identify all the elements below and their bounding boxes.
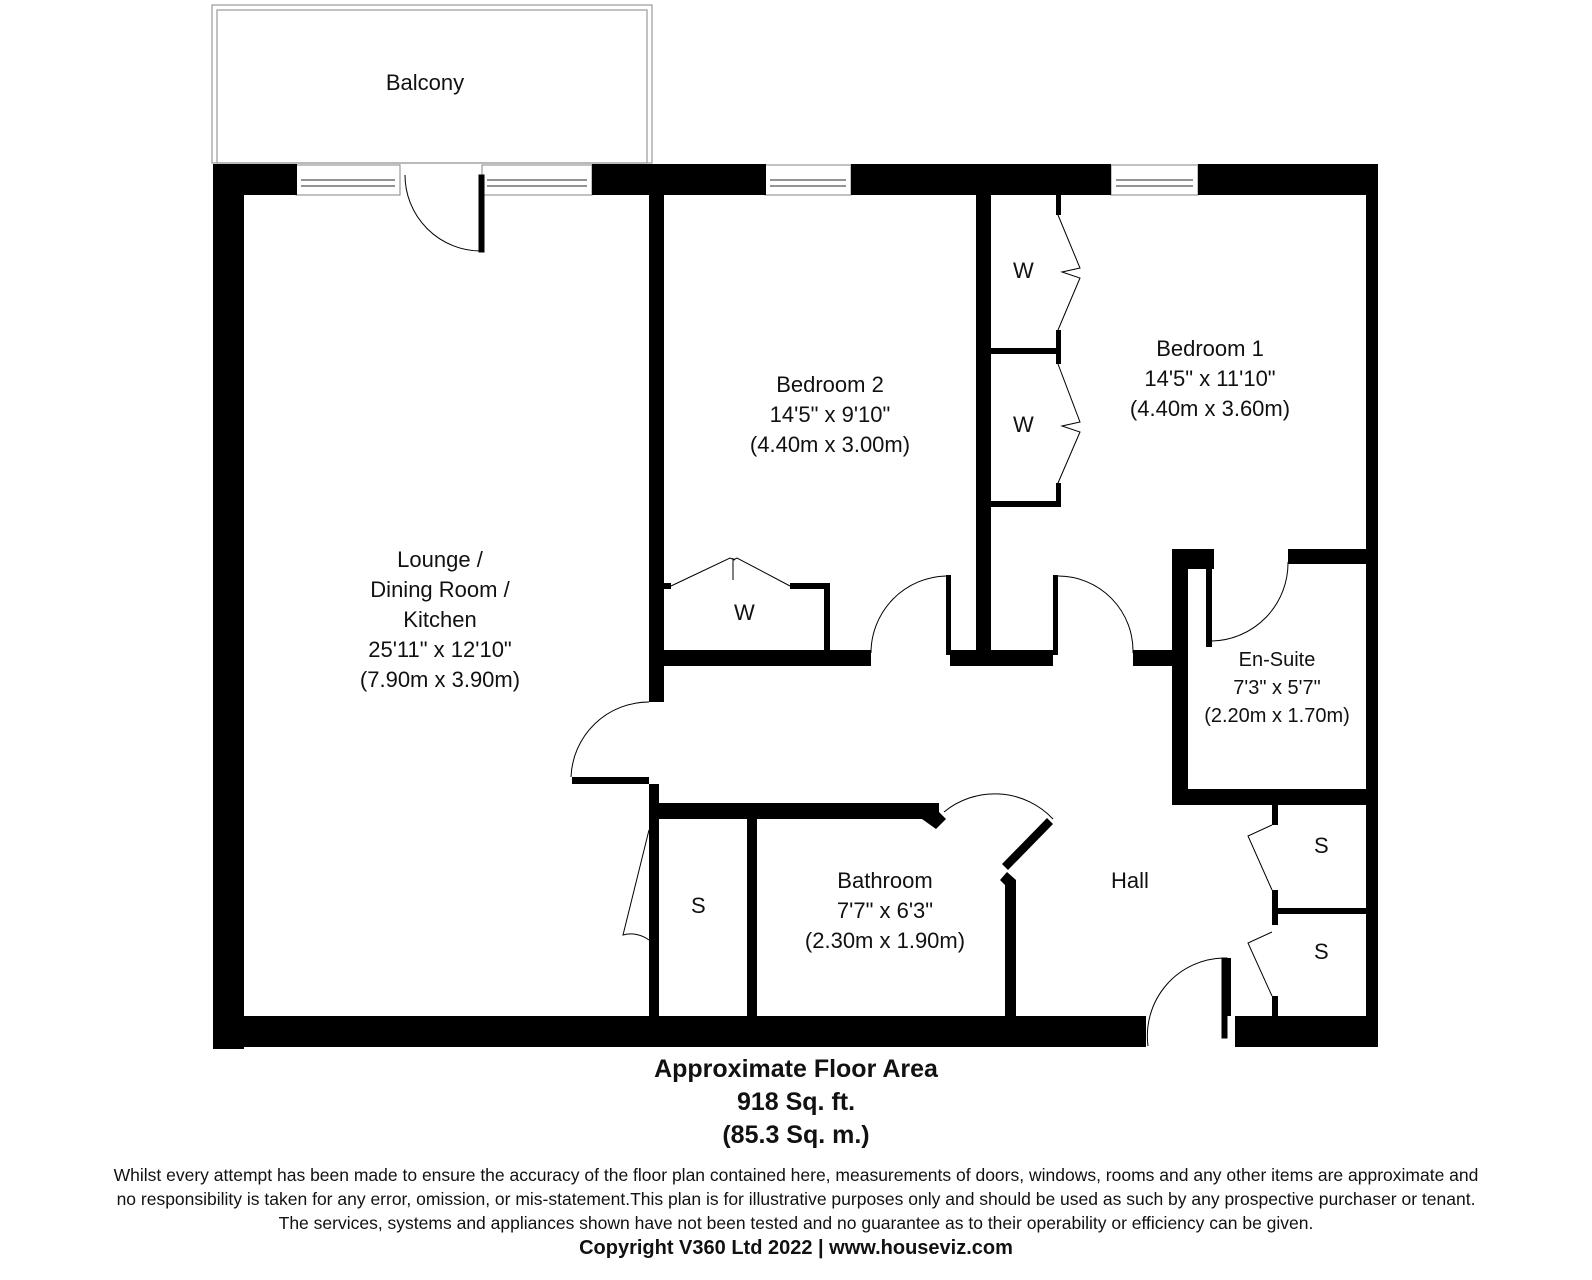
floor-area-summary: Approximate Floor Area 918 Sq. ft. (85.3…: [0, 1053, 1592, 1152]
room-label-bedroom1: Bedroom 1 14'5" x 11'10" (4.40m x 3.60m): [1100, 334, 1320, 424]
wardrobe-label: W: [1013, 258, 1034, 283]
floor-plan: [211, 4, 1378, 1049]
room-name: En-Suite: [1238, 649, 1316, 671]
floor-area-sqft: 918 Sq. ft.: [736, 1088, 856, 1116]
room-name: Balcony: [385, 70, 465, 95]
room-name-line-2: Dining Room /: [370, 577, 510, 602]
storage-label: S: [691, 893, 706, 918]
room-dims-imperial: 7'3" x 5'7": [1233, 677, 1321, 699]
room-label-hall: Hall: [1090, 866, 1170, 896]
disclaimer-line-2: no responsibility is taken for any error…: [116, 1189, 1476, 1209]
room-dims-imperial: 14'5" x 11'10": [1144, 366, 1276, 391]
room-name: Bedroom 1: [1156, 336, 1264, 361]
room-name-line-1: Lounge /: [397, 547, 483, 572]
copyright: Copyright V360 Ltd 2022 | www.houseviz.c…: [579, 1237, 1013, 1259]
room-label-ensuite: En-Suite 7'3" x 5'7" (2.20m x 1.70m): [1188, 646, 1366, 730]
room-dims-metric: (4.40m x 3.00m): [749, 432, 911, 457]
disclaimer-line-3: The services, systems and appliances sho…: [278, 1213, 1314, 1233]
door-swings: [404, 174, 1289, 1047]
floor-area-title: Approximate Floor Area: [654, 1055, 938, 1083]
room-dims-imperial: 25'11" x 12'10": [368, 637, 512, 662]
balcony-outline: [211, 4, 653, 164]
room-name: Hall: [1111, 868, 1149, 893]
room-name: Bedroom 2: [776, 372, 884, 397]
room-name: Bathroom: [837, 868, 933, 893]
room-label-balcony: Balcony: [370, 68, 480, 98]
disclaimer: Whilst every attempt has been made to en…: [0, 1163, 1592, 1235]
room-label-bathroom: Bathroom 7'7" x 6'3" (2.30m x 1.90m): [775, 866, 995, 956]
room-label-lounge: Lounge / Dining Room / Kitchen 25'11" x …: [330, 545, 550, 695]
room-dims-imperial: 7'7" x 6'3": [836, 898, 934, 923]
wardrobe-label: W: [734, 600, 755, 625]
room-label-bedroom2: Bedroom 2 14'5" x 9'10" (4.40m x 3.00m): [720, 370, 940, 460]
wardrobe-label: W: [1013, 412, 1034, 437]
room-dims-metric: (2.20m x 1.70m): [1204, 705, 1350, 727]
room-dims-metric: (7.90m x 3.90m): [359, 667, 521, 692]
room-dims-imperial: 14'5" x 9'10": [769, 402, 891, 427]
room-dims-metric: (2.30m x 1.90m): [804, 928, 966, 953]
disclaimer-line-1: Whilst every attempt has been made to en…: [113, 1165, 1479, 1185]
room-name-line-3: Kitchen: [403, 607, 477, 632]
room-dims-metric: (4.40m x 3.60m): [1129, 396, 1291, 421]
walls: [213, 164, 1378, 1049]
storage-label: S: [1314, 833, 1329, 858]
storage-label: S: [1314, 939, 1329, 964]
floor-area-sqm: (85.3 Sq. m.): [722, 1121, 870, 1149]
